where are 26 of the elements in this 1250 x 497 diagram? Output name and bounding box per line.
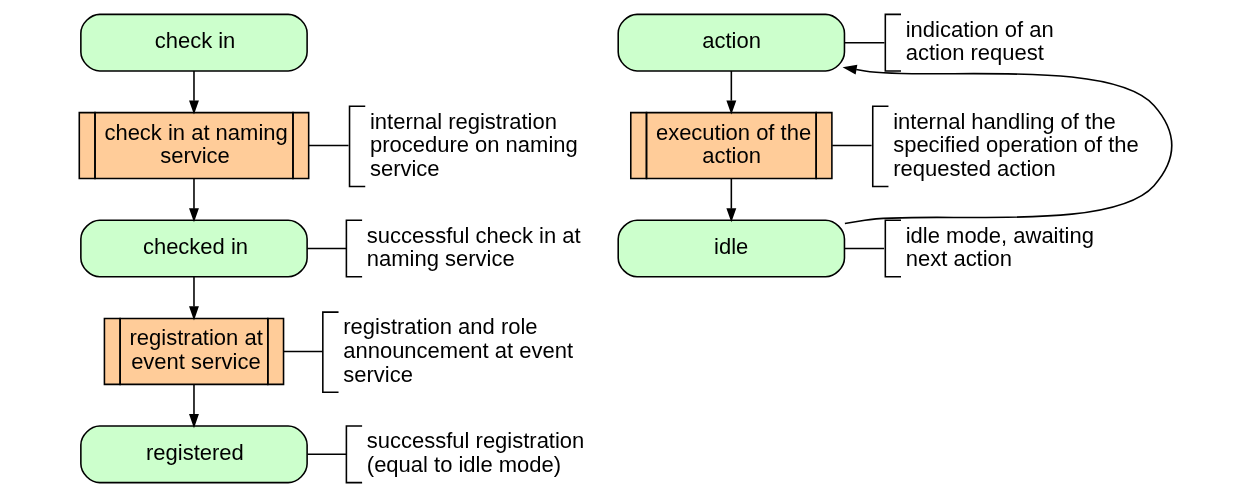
node-box: action (616, 13, 845, 72)
connector (282, 350, 324, 353)
connector (306, 453, 347, 456)
node-text: indication of an action request (905, 16, 1054, 66)
connector (843, 41, 885, 44)
arrow (725, 177, 736, 223)
node-box: idle (616, 219, 845, 278)
arrow (188, 276, 199, 321)
arrow (725, 70, 736, 115)
node-box: registered (79, 425, 308, 484)
connector (306, 247, 347, 250)
arrow (842, 64, 1172, 225)
node-text: successful check in at naming service (366, 222, 581, 272)
node-text: idle mode, awaiting next action (905, 222, 1094, 272)
arrow (188, 383, 199, 429)
node-text: successful registration (equal to idle mode) (366, 428, 584, 477)
connector (307, 144, 349, 147)
arrow (188, 70, 199, 115)
node-box: check in (79, 13, 308, 72)
node-box: checked in (79, 219, 308, 278)
node-text: registration and role announcement at event service (342, 314, 573, 387)
arrow (188, 177, 199, 223)
connector (843, 247, 885, 250)
node-text: internal registration procedure on naming service (369, 108, 578, 181)
connector (830, 144, 872, 147)
node-text: internal handling of the specified operation of the requested action (892, 108, 1139, 181)
